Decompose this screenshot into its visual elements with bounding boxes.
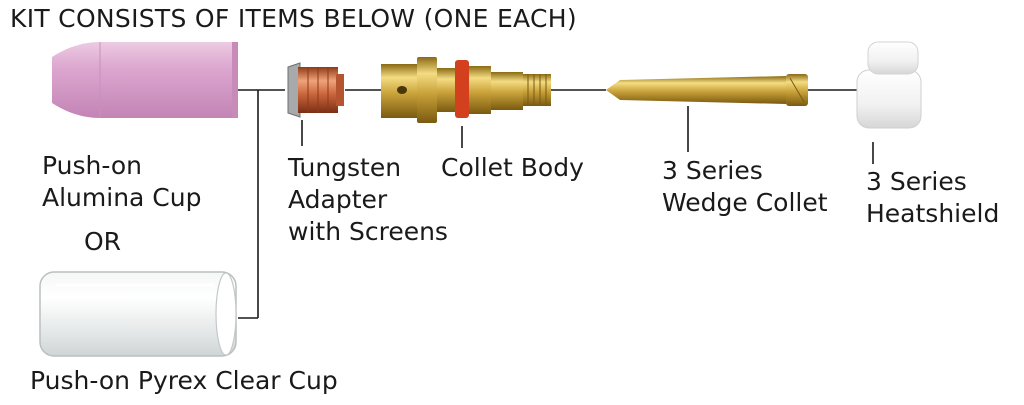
alumina-label-line2: Alumina Cup: [42, 182, 201, 214]
tungsten-label-line1: Tungsten: [288, 152, 448, 184]
heatshield: [857, 42, 921, 128]
or-label: OR: [84, 226, 121, 258]
alumina-label-line1: Push-on: [42, 150, 201, 182]
wedge-collet-label: 3 Series Wedge Collet: [662, 155, 828, 219]
tungsten-adapter: [288, 63, 344, 117]
wedge-label-line2: Wedge Collet: [662, 187, 828, 219]
tungsten-adapter-label: Tungsten Adapter with Screens: [288, 152, 448, 248]
wedge-collet: [606, 74, 808, 106]
heatshield-label: 3 Series Heatshield: [866, 166, 999, 230]
pyrex-cup-label: Push-on Pyrex Clear Cup: [30, 365, 338, 397]
collet-body-label: Collet Body: [441, 152, 584, 184]
tungsten-label-line2: Adapter: [288, 184, 448, 216]
alumina-cup-label: Push-on Alumina Cup: [42, 150, 201, 214]
alumina-cup: [52, 42, 238, 118]
heat-label-line1: 3 Series: [866, 166, 999, 198]
heat-label-line2: Heatshield: [866, 198, 999, 230]
collet-body: [381, 57, 551, 123]
tungsten-label-line3: with Screens: [288, 216, 448, 248]
pyrex-cup: [40, 272, 236, 356]
wedge-label-line1: 3 Series: [662, 155, 828, 187]
